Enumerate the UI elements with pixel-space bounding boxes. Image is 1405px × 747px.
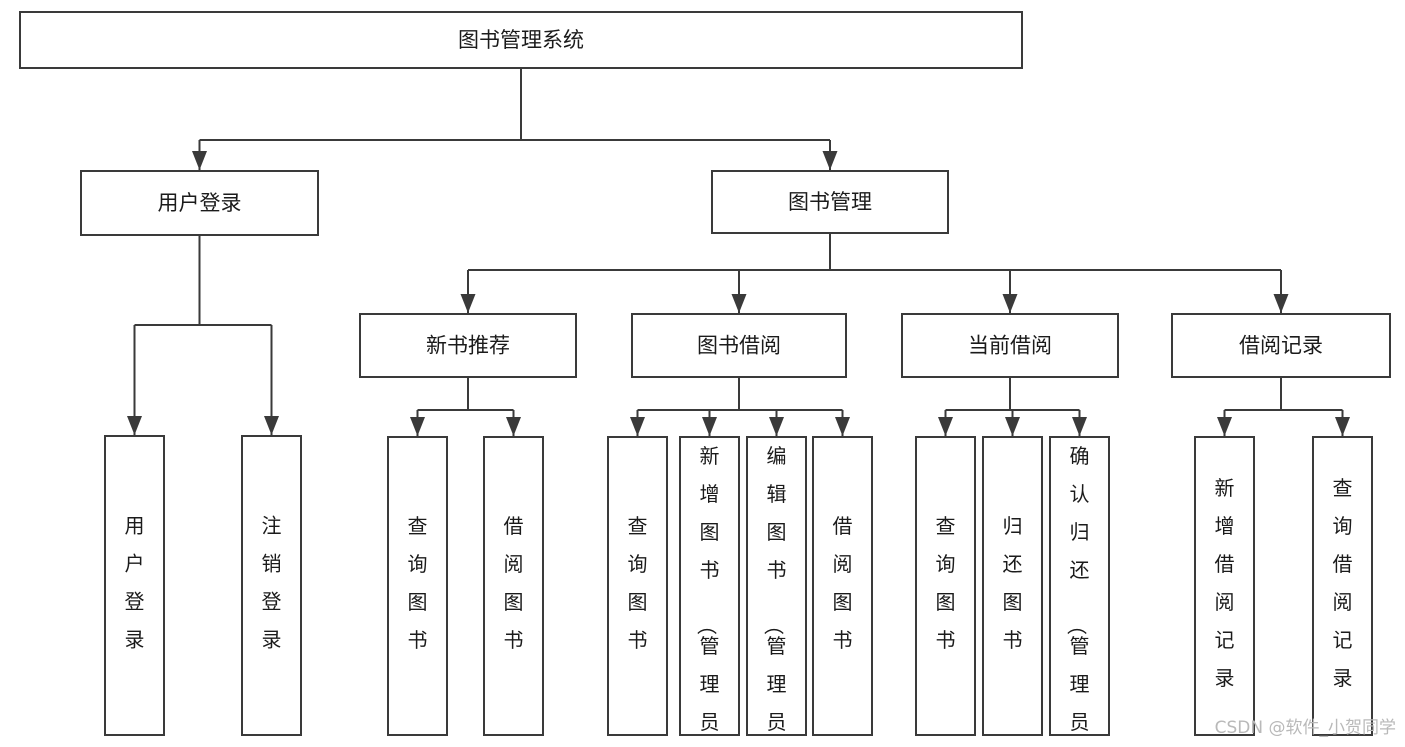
node-box-leaf-query-book-3[interactable] <box>914 435 977 737</box>
node-label-leaf-return-book: 归还图书 <box>1003 514 1023 652</box>
node-label-leaf-confirm-return: 确认归还（管理员） <box>1065 444 1090 747</box>
node-leaf-query-record[interactable]: 查询借阅记录 <box>1311 435 1374 737</box>
node-box-root[interactable] <box>18 10 1024 70</box>
node-borrow-records[interactable]: 借阅记录 <box>1170 312 1392 379</box>
node-box-leaf-add-book[interactable] <box>678 435 741 737</box>
node-box-book-management[interactable] <box>710 169 950 235</box>
node-leaf-return-book[interactable]: 归还图书 <box>981 435 1044 737</box>
node-leaf-user-login[interactable]: 用户登录 <box>103 434 166 737</box>
arrow-head-icon <box>1002 294 1018 313</box>
node-label-book-management: 图书管理 <box>788 190 872 214</box>
watermark-label: CSDN @软件_小贺同学 <box>1215 718 1396 738</box>
node-label-current-borrow: 当前借阅 <box>968 334 1052 358</box>
node-leaf-query-book-2[interactable]: 查询图书 <box>606 435 669 737</box>
node-leaf-add-book[interactable]: 新增图书（管理员） <box>678 435 741 747</box>
connector-layer <box>127 68 1350 436</box>
node-label-leaf-add-book: 新增图书（管理员） <box>695 444 720 747</box>
node-box-book-borrow[interactable] <box>630 312 848 379</box>
arrow-head-icon <box>702 417 717 436</box>
node-label-leaf-query-record: 查询借阅记录 <box>1333 476 1353 690</box>
node-label-leaf-edit-book: 编辑图书（管理员） <box>762 444 787 747</box>
node-book-borrow[interactable]: 图书借阅 <box>630 312 848 379</box>
node-leaf-borrow-book-2[interactable]: 借阅图书 <box>811 435 874 737</box>
node-box-leaf-add-record[interactable] <box>1193 435 1256 737</box>
arrow-head-icon <box>460 294 476 313</box>
node-label-leaf-borrow-book-2: 借阅图书 <box>833 514 853 652</box>
node-box-leaf-borrow-book-2[interactable] <box>811 435 874 737</box>
arrow-head-icon <box>264 416 279 435</box>
node-label-leaf-query-book-2: 查询图书 <box>628 514 648 652</box>
node-leaf-user-logout[interactable]: 注销登录 <box>240 434 303 737</box>
node-box-leaf-query-record[interactable] <box>1311 435 1374 737</box>
node-layer: 用户登录用户登录注销登录图书管理新书推荐查询图书借阅图书图书借阅查询图书新增图书… <box>18 10 1392 747</box>
node-label-leaf-query-book-1: 查询图书 <box>408 514 428 652</box>
node-label-leaf-user-login: 用户登录 <box>125 514 145 652</box>
arrow-head-icon <box>1217 417 1232 436</box>
node-leaf-query-book-1[interactable]: 查询图书 <box>386 435 449 737</box>
node-box-current-borrow[interactable] <box>900 312 1120 379</box>
node-root[interactable]: 图书管理系统 <box>18 10 1024 70</box>
arrow-head-icon <box>835 417 850 436</box>
node-box-leaf-confirm-return[interactable] <box>1048 435 1111 737</box>
node-box-leaf-query-book-2[interactable] <box>606 435 669 737</box>
arrow-head-icon <box>506 417 521 436</box>
arrow-head-icon <box>1273 294 1289 313</box>
arrow-head-icon <box>1005 417 1020 436</box>
node-box-leaf-query-book-1[interactable] <box>386 435 449 737</box>
arrow-head-icon <box>410 417 425 436</box>
arrow-head-icon <box>731 294 747 313</box>
arrow-head-icon <box>127 416 142 435</box>
node-box-borrow-records[interactable] <box>1170 312 1392 379</box>
arrow-head-icon <box>630 417 645 436</box>
node-book-management[interactable]: 图书管理 <box>710 169 950 235</box>
node-label-root: 图书管理系统 <box>458 28 584 52</box>
node-box-leaf-user-logout[interactable] <box>240 434 303 737</box>
node-box-user-login[interactable] <box>79 169 320 237</box>
arrow-head-icon <box>938 417 953 436</box>
node-leaf-add-record[interactable]: 新增借阅记录 <box>1193 435 1256 737</box>
node-leaf-borrow-book-1[interactable]: 借阅图书 <box>482 435 545 737</box>
node-current-borrow[interactable]: 当前借阅 <box>900 312 1120 379</box>
node-box-leaf-borrow-book-1[interactable] <box>482 435 545 737</box>
node-box-leaf-edit-book[interactable] <box>745 435 808 737</box>
node-label-new-book-recommend: 新书推荐 <box>426 334 510 358</box>
arrow-head-icon <box>769 417 784 436</box>
node-leaf-edit-book[interactable]: 编辑图书（管理员） <box>745 435 808 747</box>
node-label-user-login: 用户登录 <box>158 191 242 215</box>
arrow-head-icon <box>1072 417 1087 436</box>
node-label-leaf-user-logout: 注销登录 <box>262 514 282 652</box>
node-label-leaf-add-record: 新增借阅记录 <box>1215 476 1235 690</box>
node-box-leaf-user-login[interactable] <box>103 434 166 737</box>
arrow-head-icon <box>822 151 838 170</box>
node-label-book-borrow: 图书借阅 <box>697 334 781 358</box>
node-user-login[interactable]: 用户登录 <box>79 169 320 237</box>
node-label-borrow-records: 借阅记录 <box>1239 334 1323 358</box>
node-leaf-query-book-3[interactable]: 查询图书 <box>914 435 977 737</box>
node-box-leaf-return-book[interactable] <box>981 435 1044 737</box>
node-label-leaf-query-book-3: 查询图书 <box>936 514 956 652</box>
arrow-head-icon <box>192 151 207 170</box>
node-leaf-confirm-return[interactable]: 确认归还（管理员） <box>1048 435 1111 747</box>
node-new-book-recommend[interactable]: 新书推荐 <box>358 312 578 379</box>
arrow-head-icon <box>1335 417 1350 436</box>
node-label-leaf-borrow-book-1: 借阅图书 <box>504 514 524 652</box>
node-box-new-book-recommend[interactable] <box>358 312 578 379</box>
